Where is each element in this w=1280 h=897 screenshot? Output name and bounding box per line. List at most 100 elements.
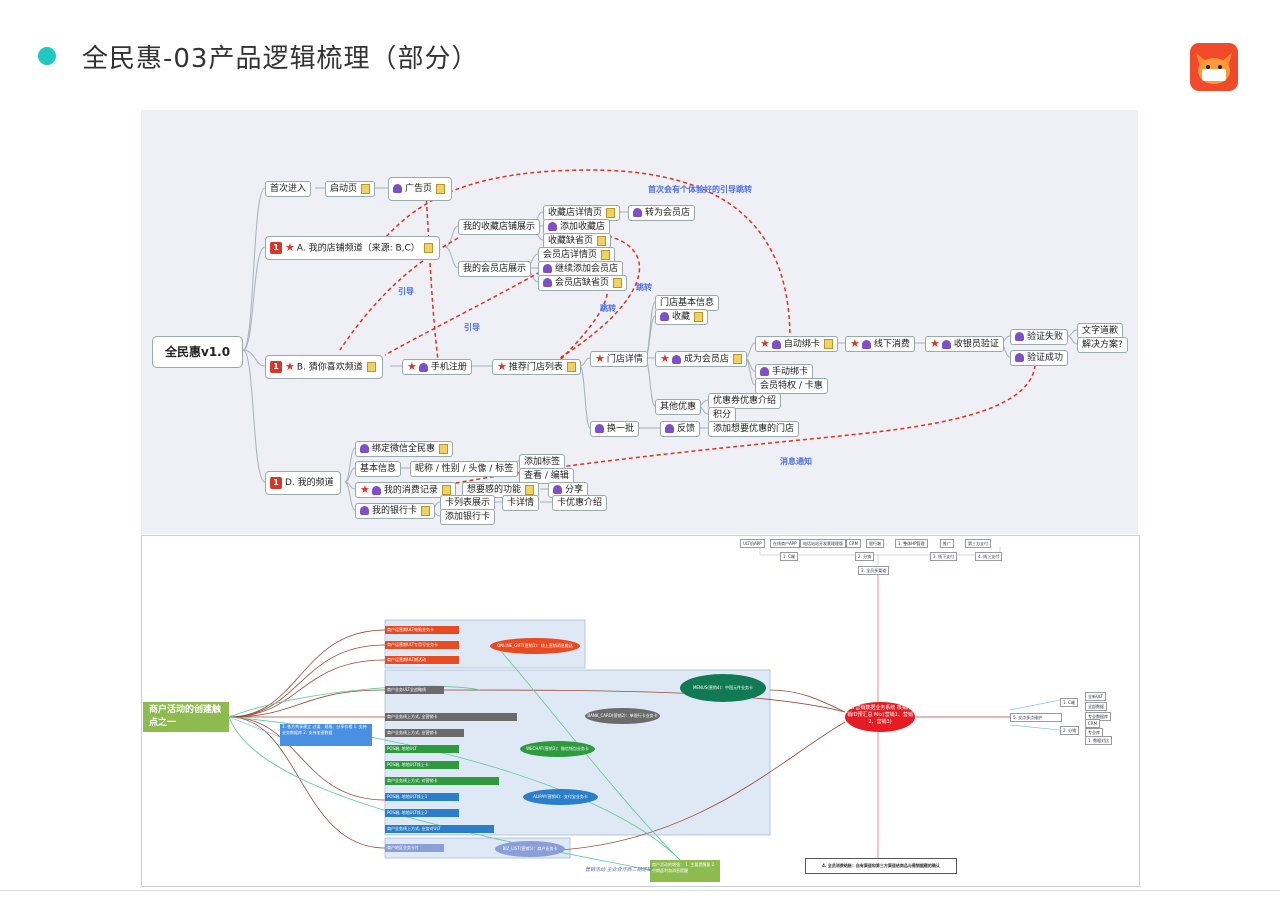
basic-info-node[interactable]: 基本信息 (355, 461, 402, 477)
member-show-node[interactable]: 我的会员店展示 (458, 261, 532, 277)
top-item[interactable]: 3. 整体HP管理 (895, 539, 928, 548)
user-icon (671, 354, 681, 364)
green-row[interactable]: POS端, 地地ULT线上卡 (385, 761, 459, 769)
user-icon (861, 339, 871, 349)
top-item2[interactable]: 3. 线下支付 (930, 552, 958, 561)
profile-node[interactable]: 昵称 / 性别 / 头像 / 标签 (410, 461, 519, 477)
red-row[interactable]: 商户运营期ULT期活动 (385, 656, 459, 664)
user-icon (1015, 332, 1024, 341)
top-item2[interactable]: 1. C端 (780, 552, 798, 561)
right-sub-item[interactable]: 全部数据 (1085, 702, 1107, 711)
coupon-intro-node[interactable]: 优惠券优惠介绍 (708, 393, 782, 409)
online-gift-oval[interactable]: ONLINE_GIFT(营销1)：线上营销消息推送 (490, 638, 580, 654)
right-sub-item[interactable]: 1. 数据对比 (1085, 736, 1113, 745)
solution-node[interactable]: 解决方案? (1077, 337, 1128, 353)
biz-list-oval[interactable]: BIZ_LIST(营销5)：商户业务卡 (495, 841, 565, 857)
first-entry-node[interactable]: 首次进入 (265, 181, 312, 197)
right-item[interactable]: 2. 分销 (1060, 726, 1080, 735)
bind-wechat-node[interactable]: 绑定微信全民惠 (355, 441, 454, 457)
note-icon (566, 362, 576, 372)
right-summary-node[interactable]: 5. 交点多点维护 (1010, 713, 1062, 722)
alipay-oval[interactable]: ALIPAY(营销4)：支付宝业务卡 (523, 789, 598, 805)
star-icon: ★ (760, 337, 770, 350)
card-offer-node[interactable]: 卡优惠介绍 (552, 495, 608, 511)
feedback-node[interactable]: 反馈 (660, 421, 701, 437)
note-icon (606, 207, 616, 218)
blue-row[interactable]: POS端, 地地ULT线上1 (385, 793, 459, 801)
verify-success-node[interactable]: 验证成功 (1010, 350, 1069, 366)
member-empty-node[interactable]: 会员店缺省页 (538, 275, 628, 291)
recommend-list-node[interactable]: ★推荐门店列表 (492, 359, 581, 375)
add-card-node[interactable]: 添加银行卡 (440, 509, 496, 525)
channel-a-node[interactable]: 1★A. 我的店铺频道（来源: B,C） (265, 236, 440, 260)
center-node[interactable]: ULT营销数据业务系统 核销/核销ID预汇总 Mix(营销1、营销2、营销3) (845, 702, 915, 732)
to-member-node[interactable]: 转为会员店 (628, 205, 696, 221)
top-item[interactable]: 第三方支付 (965, 539, 991, 548)
become-member-node[interactable]: ★成为会员店 (655, 351, 747, 367)
right-sub-item[interactable]: 全新ULT (1085, 692, 1107, 701)
note-icon (597, 235, 607, 246)
note-icon (421, 505, 431, 516)
change-batch-node[interactable]: 换一批 (590, 421, 640, 437)
cashier-verify-node[interactable]: ★收银员验证 (925, 336, 1004, 352)
user-icon (595, 424, 604, 433)
phone-reg-node[interactable]: ★手机注册 (402, 359, 472, 375)
red-row[interactable]: 商户运营期ULT电脑业务卡 (385, 626, 459, 634)
bottom-summary-node[interactable]: 4. 全员消费结账：自有渠道和第三方渠道给商品与需销据题的确认 (805, 858, 957, 874)
top-ref-node[interactable]: 3. 全员多渠道 (858, 566, 890, 575)
fox-logo-icon (1190, 43, 1238, 91)
auto-bind-node[interactable]: ★自动绑卡 (755, 336, 838, 352)
other-offer-node[interactable]: 其他优惠 (655, 399, 702, 415)
my-collect-node[interactable]: 我的收藏店铺展示 (458, 219, 541, 235)
add-wanted-node[interactable]: 添加想要优惠的门店 (708, 421, 800, 437)
root-node[interactable]: 商户活动的创建触点之一 (143, 702, 229, 732)
red-row[interactable]: 商户运营期ULT专用号业务卡 (385, 641, 459, 649)
root-node[interactable]: 全民惠v1.0 (152, 336, 244, 368)
user-icon (548, 222, 557, 231)
gray-row[interactable]: 商户业务线上方式, 全营销卡 (385, 713, 517, 721)
bank-card-node[interactable]: 我的银行卡 (355, 503, 436, 519)
top-item[interactable]: 在线商户APP (770, 539, 800, 548)
splash-node[interactable]: 启动页 (325, 181, 376, 197)
bank-card-oval[interactable]: BANK_CARD(营销2)：单银行卡业务卡 (585, 708, 660, 724)
final-green-node[interactable]: 商户活动的增强： 1. 主要提醒量 2. 中期返利和消息提醒 (650, 860, 720, 882)
channel-b-node[interactable]: 1★B. 猜你喜欢频道 (265, 355, 383, 379)
user-icon (633, 208, 642, 217)
collect-node[interactable]: 收藏 (655, 309, 709, 325)
top-item2[interactable]: 4. 线上支付 (975, 552, 1003, 561)
green-row[interactable]: 商户业务线上方式, 对营销卡 (385, 777, 499, 785)
note-icon (732, 354, 742, 364)
gray-row[interactable]: 商户业务线上方式, 业营销卡 (385, 729, 464, 737)
wechat-oval[interactable]: WECHAT(营销3)：微信钱包业务卡 (520, 741, 595, 757)
user-icon (393, 184, 402, 193)
top-item[interactable]: ULT机APP (740, 539, 765, 548)
star-icon: ★ (285, 241, 295, 254)
card-detail-node[interactable]: 卡详情 (502, 495, 540, 511)
my-records-node[interactable]: ★我的消费记录 (355, 482, 456, 498)
view-edit-node[interactable]: 查看 / 编辑 (519, 468, 574, 484)
menus-oval[interactable]: MENUS(营销4)：中国元件业务卡 (680, 674, 766, 702)
lavender-row[interactable]: 商户地区业务卡片 (385, 844, 444, 852)
top-item[interactable]: 银行端 (866, 539, 884, 548)
top-item[interactable]: 推广 (940, 539, 954, 548)
green-row[interactable]: POS端, 地地ULT (385, 745, 459, 753)
top-item2[interactable]: 2. 分销 (855, 552, 875, 561)
user-icon (371, 485, 381, 495)
right-sub-item[interactable]: CRM (1085, 719, 1101, 728)
right-item[interactable]: 1. C端 (1060, 698, 1078, 707)
blue-row[interactable]: 商户业务线上方式, 业务对ULT (385, 825, 494, 833)
praise-node[interactable]: 想要感的功能 (462, 482, 540, 498)
ad-node[interactable]: 广告页 (388, 177, 453, 201)
store-detail-node[interactable]: ★门店详情 (590, 351, 648, 367)
top-item[interactable]: 电话站站开发票理理版 (800, 539, 846, 548)
blue-row[interactable]: POS端, 地地ULT线上2 (385, 809, 459, 817)
step-box[interactable]: 3. 各方共享建立 过道、规格、分享价格 1. 支持业务数据库 2. 支持加速数… (280, 724, 372, 746)
star-icon: ★ (285, 360, 295, 373)
manual-bind-node[interactable]: 手动绑卡 (755, 364, 814, 380)
offline-consume-node[interactable]: ★线下消费 (845, 336, 915, 352)
top-item[interactable]: CRM (846, 539, 862, 548)
member-priv-node[interactable]: 会员特权 / 卡惠 (755, 378, 828, 394)
gray-row[interactable]: 商户业务ULT全战略线 (385, 686, 444, 694)
verify-fail-node[interactable]: 验证失败 (1010, 329, 1069, 345)
